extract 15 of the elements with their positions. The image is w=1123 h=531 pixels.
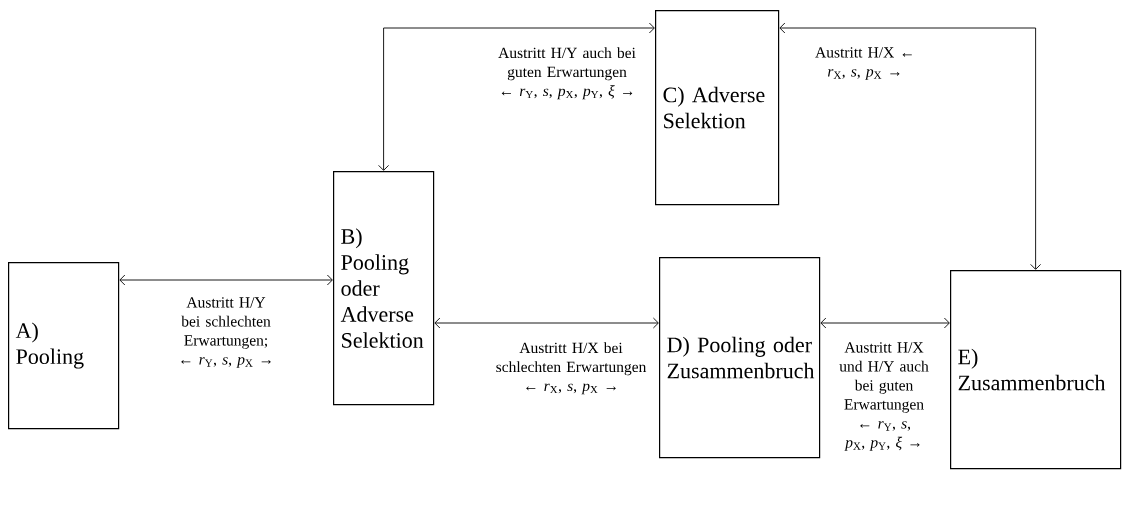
state-box: A) Pooling [8, 262, 120, 430]
double-arrow [119, 274, 333, 286]
edge-label: Austritt H/X und H/Y auch bei guten Erwartungen ← r$_{Y}$, s, p$_{X}$, p$_{Y}$, ξ → [839, 342, 929, 451]
edge-label: Austritt H/X ← r$_{X}$, s, p$_{X}$ → [815, 47, 912, 80]
double-arrow [434, 317, 659, 329]
state-box: B) Pooling oder Adverse Selektion [333, 171, 435, 406]
edge-label: Austritt H/Y bei schlechten Erwartungen; ← r$_{Y}$, s, p$_{X}$ → [181, 297, 271, 368]
double-arrow [779, 22, 1042, 270]
edge-label: Austritt H/Y auch bei guten Erwartungen ← r$_{Y}$, s, p$_{X}$, p$_{Y}$, ξ → [498, 47, 636, 100]
state-box: C) Adverse Selektion [655, 10, 780, 206]
state-box: D) Pooling oder Zusammenbruch [659, 257, 821, 459]
edge-label: Austritt H/X bei schlechten Erwartungen ← r$_{X}$, s, p$_{X}$ → [496, 342, 647, 395]
double-arrow [378, 22, 655, 171]
state-box: E) Zusammenbruch [950, 270, 1122, 470]
double-arrow [820, 317, 950, 329]
